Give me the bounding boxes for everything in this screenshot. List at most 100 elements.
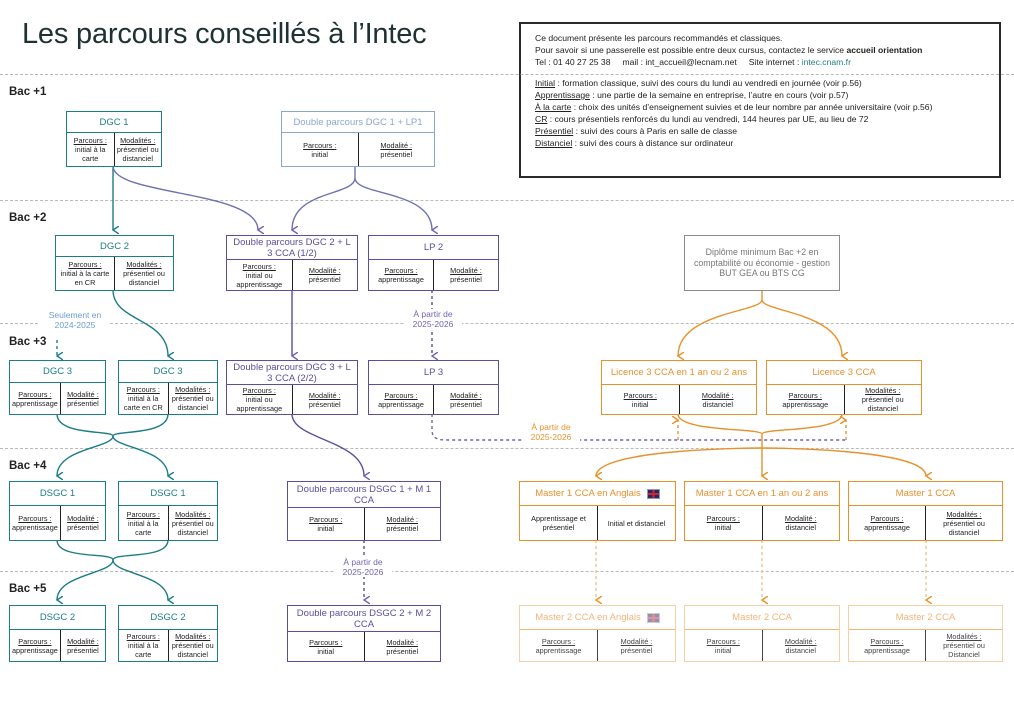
parcours-cell: Parcours :initial à la carte	[126, 632, 160, 659]
parcours-cell: Parcours :apprentissage	[782, 390, 829, 409]
modalite-cell: Modalité :distanciel	[761, 630, 840, 661]
parcours-cell: Parcours :initial	[309, 515, 343, 533]
edge-dgc3-dsgc1b	[112, 435, 168, 476]
modalite-cell: Modalités :présentiel ou Distanciel	[925, 630, 1002, 661]
modalite-cell: Modalité :présentiel	[291, 260, 358, 290]
box-double-parcours-dsgc1-m1[interactable]: Double parcours DSGC 1 + M 1 CCA Parcour…	[287, 481, 441, 541]
box-title: LP 3	[369, 361, 498, 385]
edge-dp1-lp2	[354, 177, 432, 230]
modalite-cell: Modalités :présentiel ou distanciel	[167, 383, 218, 414]
uk-flag-icon	[646, 612, 660, 623]
box-double-parcours-dgc1-lp1[interactable]: Double parcours DGC 1 + LP1 Parcours :in…	[281, 111, 435, 167]
box-dgc3-initial[interactable]: DGC 3 Parcours :initial à la carte en CR…	[118, 360, 218, 415]
box-title: DSGC 1	[10, 482, 105, 506]
level-separator	[0, 74, 1014, 75]
modalite-cell: Modalités :présentiel ou distanciel	[114, 257, 173, 290]
box-title: DGC 2	[56, 236, 173, 257]
box-title: Diplôme minimum Bac +2 en comptabilité o…	[694, 247, 830, 279]
box-title: Master 1 CCA en Anglais	[520, 482, 675, 506]
box-dsgc2-initial[interactable]: DSGC 2 Parcours :initial à la carte Modal…	[118, 605, 218, 662]
info-tel: Tel : 01 40 27 25 38	[535, 57, 611, 67]
box-diplome-minimum[interactable]: Diplôme minimum Bac +2 en comptabilité o…	[684, 235, 840, 291]
parcours-cell: Parcours :apprentissage	[535, 636, 582, 655]
box-master1-cca-apprentissage[interactable]: Master 1 CCA Parcours :apprentissage Moda…	[848, 481, 1003, 541]
box-title: Double parcours DSGC 2 + M 2 CCA	[288, 606, 440, 632]
modalite-cell: Initial et distanciel	[597, 506, 675, 540]
accueil-orientation: accueil orientation	[846, 45, 923, 55]
level-label-bac2: Bac +2	[9, 212, 47, 224]
note-seulement: Seulement en 2024-2025	[40, 310, 110, 330]
box-title: LP 2	[369, 236, 498, 260]
edge-dgc1-dpdgc2	[112, 165, 258, 230]
info-intro-2: Pour savoir si une passerelle est possib…	[535, 45, 923, 55]
definition-item: CR : cours présentiels renforcés du lund…	[535, 114, 869, 124]
parcours-cell: Parcours :initial à la carte en CR	[123, 385, 163, 412]
modalite-cell: Modalités :présentiel ou distanciel	[925, 506, 1002, 540]
box-title: DGC 3	[119, 361, 217, 383]
modalite-cell: Modalité :présentiel	[291, 385, 358, 414]
box-title: Double parcours DGC 2 + L 3 CCA (1/2)	[227, 236, 357, 260]
parcours-cell: Parcours :apprentissage	[12, 389, 58, 408]
level-separator	[0, 571, 1014, 572]
info-mail[interactable]: mail : int_accueil@lecnam.net	[622, 57, 737, 67]
box-title: Double parcours DSGC 1 + M 1 CCA	[288, 482, 440, 508]
box-title: DSGC 2	[119, 606, 217, 630]
parcours-cell: Parcours :initial	[309, 637, 343, 656]
box-licence3-cca-initial[interactable]: Licence 3 CCA en 1 an ou 2 ans Parcours …	[601, 360, 757, 415]
parcours-cell: Parcours :initial à la carte	[126, 509, 160, 537]
modalite-cell: Modalité :présentiel	[59, 630, 105, 661]
uk-flag-icon	[646, 488, 660, 499]
level-label-bac3: Bac +3	[9, 336, 47, 348]
modalite-cell: Modalité :distanciel	[678, 385, 757, 414]
parcours-cell: Parcours :initial	[706, 636, 740, 655]
box-double-parcours-dgc2-l3[interactable]: Double parcours DGC 2 + L 3 CCA (1/2) Pa…	[226, 235, 358, 291]
edge-dgc2-dgc3b	[112, 289, 168, 356]
parcours-cell: Parcours :initial à la carte en CR	[60, 260, 110, 287]
parcours-cell: Parcours :apprentissage	[378, 266, 424, 284]
parcours-cell: Parcours :apprentissage	[378, 390, 424, 409]
box-title: Licence 3 CCA en 1 an ou 2 ans	[602, 361, 756, 385]
info-site-link[interactable]: intec.cnam.fr	[801, 57, 851, 67]
info-panel: Ce document présente les parcours recomm…	[519, 22, 1001, 178]
modalite-cell: Modalité :présentiel	[363, 632, 441, 661]
box-dgc2[interactable]: DGC 2 Parcours :initial à la carte en CR…	[55, 235, 174, 291]
box-title: DGC 1	[67, 112, 161, 133]
parcours-cell: Parcours :initial ou apprentissage	[236, 386, 283, 413]
modalite-cell: Modalité :présentiel	[597, 630, 675, 661]
edge-diplome-l3b	[761, 299, 842, 356]
box-title: Licence 3 CCA	[767, 361, 921, 385]
parcours-cell: Parcours :initial	[706, 514, 740, 532]
box-double-parcours-dsgc2-m2[interactable]: Double parcours DSGC 2 + M 2 CCA Parcour…	[287, 605, 441, 662]
box-master1-cca-anglais[interactable]: Master 1 CCA en Anglais Apprentissage et…	[519, 481, 676, 541]
level-separator	[0, 200, 1014, 201]
level-label-bac1: Bac +1	[9, 86, 47, 98]
box-master2-cca-anglais[interactable]: Master 2 CCA en Anglais Parcours :appren…	[519, 605, 676, 662]
box-title: Master 1 CCA	[849, 482, 1002, 506]
box-master1-cca-initial[interactable]: Master 1 CCA en 1 an ou 2 ans Parcours :…	[684, 481, 840, 541]
definition-item: Distanciel : suivi des cours à distance …	[535, 138, 734, 148]
box-title: DSGC 2	[10, 606, 105, 630]
parcours-cell: Parcours :apprentissage	[12, 636, 58, 655]
note-apartir-lp: À partir de 2025-2026	[404, 309, 462, 329]
level-label-bac4: Bac +4	[9, 460, 47, 472]
modalite-cell: Modalité :présentiel	[357, 133, 435, 166]
box-double-parcours-dgc3-l3[interactable]: Double parcours DGC 3 + L 3 CCA (2/2) Pa…	[226, 360, 358, 415]
modalite-cell: Modalités :présentiel ou distanciel	[167, 630, 218, 661]
level-separator	[0, 448, 1014, 449]
edge-diplome-l3a	[678, 290, 763, 356]
parcours-cell: Parcours :apprentissage	[864, 514, 910, 532]
modalite-cell: Modalité :distanciel	[761, 506, 840, 540]
level-separator	[0, 323, 1014, 324]
modalite-cell: Modalité :présentiel	[59, 506, 105, 540]
note-apartir-master: À partir de 2025-2026	[522, 422, 580, 442]
